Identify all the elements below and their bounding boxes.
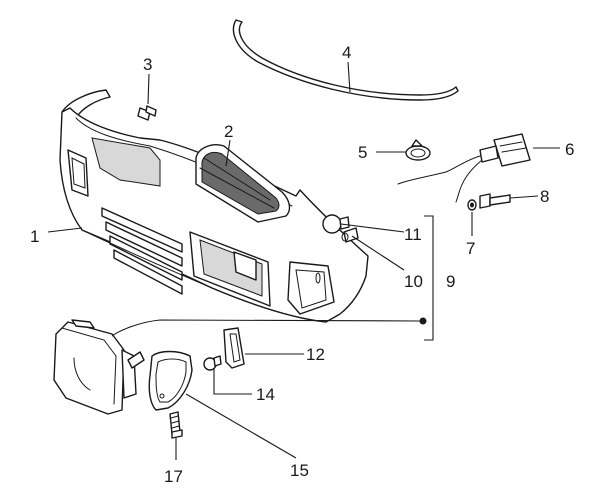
callout-6: 6 xyxy=(565,140,574,159)
callout-2: 2 xyxy=(224,122,233,141)
lamp-group-bracket xyxy=(419,215,434,341)
screw-icon xyxy=(137,105,157,121)
bulb-holder-icon xyxy=(341,227,359,243)
hose-clamp-icon xyxy=(405,139,431,161)
callout-15: 15 xyxy=(290,461,309,480)
screw-icon xyxy=(169,411,183,439)
callout-11: 11 xyxy=(404,225,422,244)
callout-4: 4 xyxy=(342,43,351,62)
callout-9: 9 xyxy=(446,272,455,291)
trim-strip-icon xyxy=(232,19,459,101)
fog-lamp-icon xyxy=(53,319,145,415)
callout-7: 7 xyxy=(466,239,475,258)
callout-5: 5 xyxy=(358,143,367,162)
side-marker-lens-icon xyxy=(223,327,245,369)
washer-icon xyxy=(467,199,477,211)
callout-12: 12 xyxy=(306,345,325,364)
bumper-housing-icon xyxy=(59,89,369,323)
callout-1: 1 xyxy=(30,227,39,246)
leader-lines xyxy=(47,61,560,460)
bolt-icon xyxy=(479,193,511,209)
callout-14: 14 xyxy=(256,385,275,404)
callout-8: 8 xyxy=(540,187,549,206)
callout-3: 3 xyxy=(143,55,152,74)
wiring-connector-icon xyxy=(397,133,531,203)
fog-lamp-lens-icon xyxy=(148,350,193,411)
callout-10: 10 xyxy=(404,272,423,291)
bulb-icon xyxy=(203,355,222,371)
bumper-slots xyxy=(101,207,183,295)
bulb-icon xyxy=(322,214,350,234)
grille-mesh-icon xyxy=(195,144,291,223)
callout-17: 17 xyxy=(164,467,183,486)
